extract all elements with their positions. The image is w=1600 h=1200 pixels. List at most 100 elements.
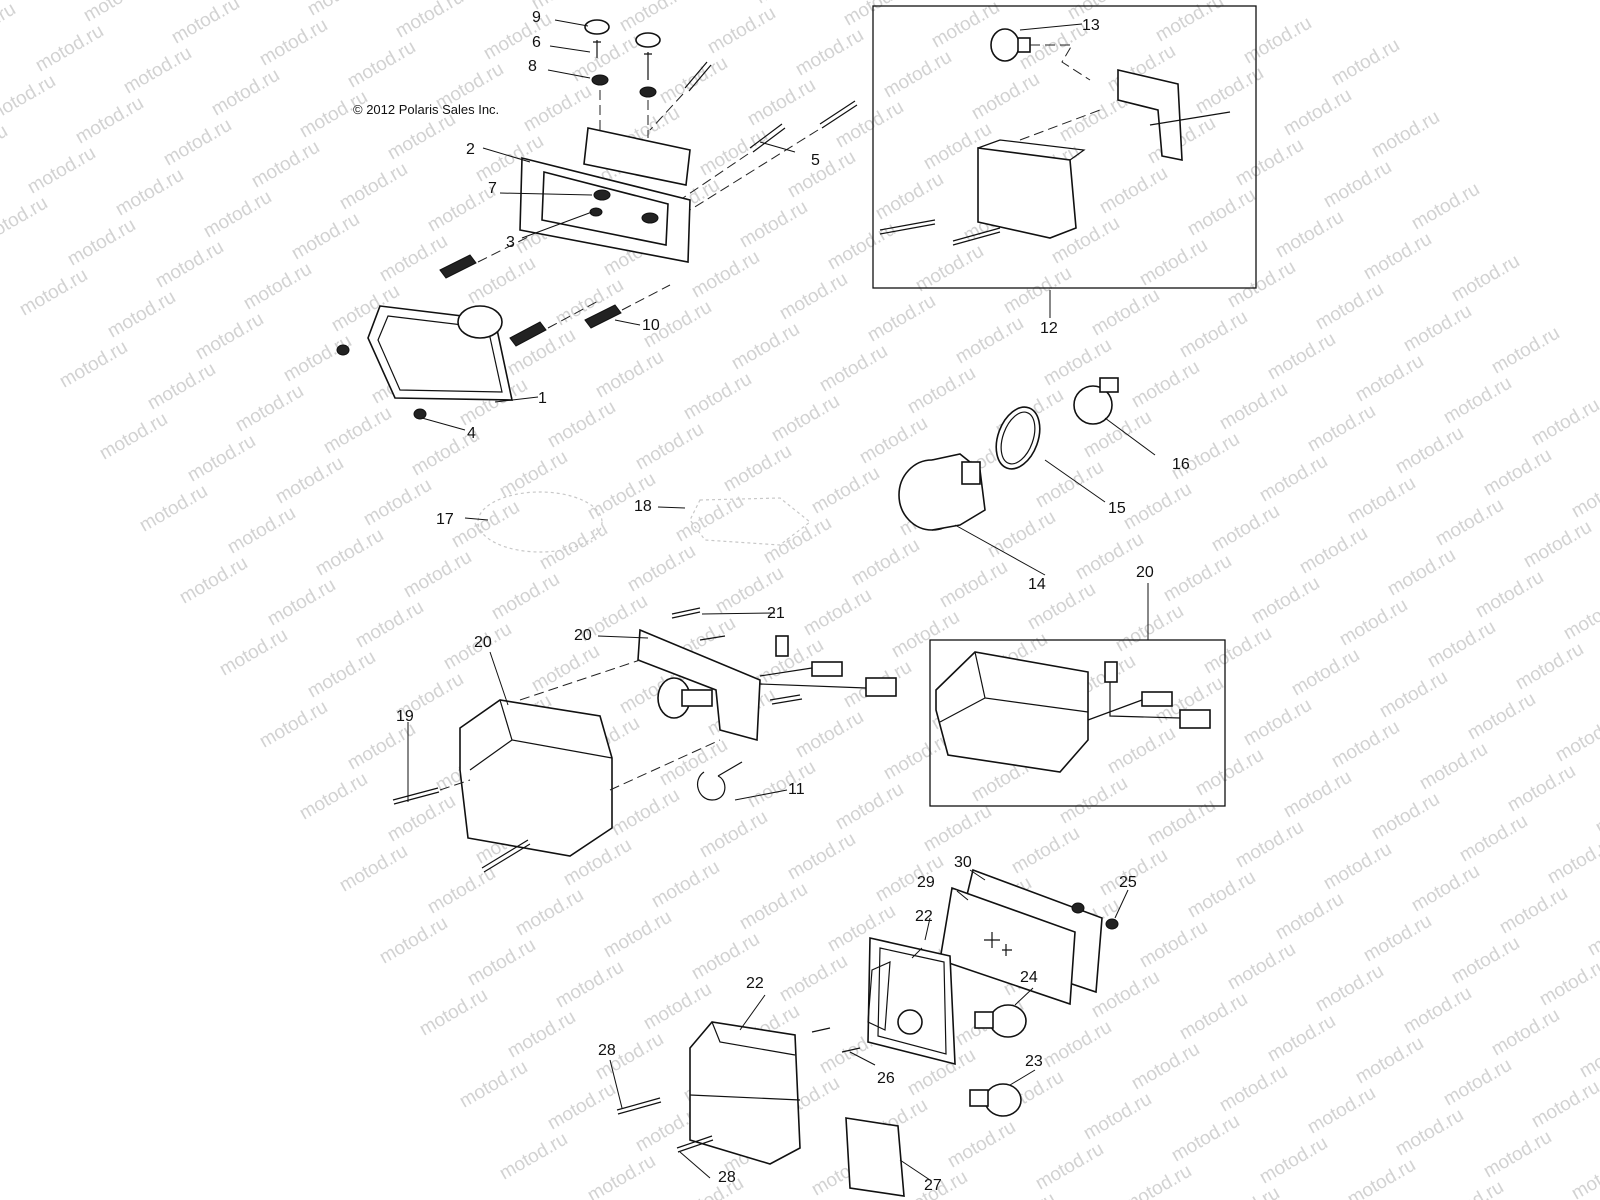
watermark-text: motod.ru xyxy=(608,785,683,841)
watermark-text: motod.ru xyxy=(112,165,187,221)
watermark-text: motod.ru xyxy=(184,431,259,487)
watermark-text: motod.ru xyxy=(968,69,1043,125)
watermark-text: motod.ru xyxy=(248,137,323,193)
watermark-text: motod.ru xyxy=(984,507,1059,563)
callout-20-mid: 20 xyxy=(574,627,592,644)
callout-9: 9 xyxy=(532,9,541,26)
watermark-text: motod.ru xyxy=(1080,1089,1155,1145)
watermark-text: motod.ru xyxy=(1520,517,1595,573)
watermark-text: motod.ru xyxy=(392,0,467,42)
watermark-text: motod.ru xyxy=(464,253,539,309)
watermark-text: motod.ru xyxy=(256,697,331,753)
part-2-bracket-top xyxy=(583,127,691,186)
callout-2: 2 xyxy=(466,141,475,158)
watermark-text: motod.ru xyxy=(1392,1105,1467,1161)
watermark-text: motod.ru xyxy=(1192,745,1267,801)
watermark-text: motod.ru xyxy=(224,503,299,559)
watermark-text: motod.ru xyxy=(1184,867,1259,923)
watermark-text: motod.ru xyxy=(1280,767,1355,823)
watermark-text: motod.ru xyxy=(1248,573,1323,629)
part-8-nut xyxy=(591,74,609,86)
license-light-assembly xyxy=(616,868,1119,1197)
watermark-text: motod.ru xyxy=(1264,1011,1339,1067)
part-12-lens xyxy=(977,147,1077,239)
watermark-text: motod.ru xyxy=(704,3,779,59)
watermark-text: motod.ru xyxy=(648,857,723,913)
copyright-notice: © 2012 Polaris Sales Inc. xyxy=(353,102,499,117)
part-2-housing-opening xyxy=(541,170,669,246)
watermark-text: motod.ru xyxy=(696,125,771,181)
watermark-text: motod.ru xyxy=(1456,811,1531,867)
watermark-text: motod.ru xyxy=(1352,1033,1427,1089)
watermark-text: motod.ru xyxy=(888,607,963,663)
watermark-text: motod.ru xyxy=(1272,207,1347,263)
callout-16: 16 xyxy=(1172,456,1190,473)
watermark-text: motod.ru xyxy=(1232,135,1307,191)
watermark-text: motod.ru xyxy=(816,341,891,397)
watermark-text: motod.ru xyxy=(1056,773,1131,829)
watermark-text: motod.ru xyxy=(1416,739,1491,795)
watermark-text: motod.ru xyxy=(1032,457,1107,513)
callout-4: 4 xyxy=(467,425,476,442)
watermark-text: motod.ru xyxy=(1488,1005,1563,1061)
part-28-screw xyxy=(616,1097,662,1115)
part-28-screw-b xyxy=(676,1135,714,1153)
watermark-text: motod.ru xyxy=(1216,1061,1291,1117)
part-11-clip xyxy=(696,771,726,801)
frame-12 xyxy=(872,5,1257,289)
watermark-text: motod.ru xyxy=(680,369,755,425)
callout-23: 23 xyxy=(1025,1053,1043,1070)
part-20-bracket xyxy=(637,628,761,742)
watermark-text: motod.ru xyxy=(792,707,867,763)
part-3-washer xyxy=(589,207,603,217)
watermark-text: motod.ru xyxy=(1064,0,1139,24)
watermark-text: motod.ru xyxy=(1344,1155,1419,1200)
watermark-text: motod.ru xyxy=(856,413,931,469)
watermark-text: motod.ru xyxy=(1528,1077,1600,1133)
watermark-text: motod.ru xyxy=(1424,617,1499,673)
watermark-text: motod.ru xyxy=(640,979,715,1035)
watermark-text: motod.ru xyxy=(536,519,611,575)
watermark-text: motod.ru xyxy=(1136,235,1211,291)
part-21-bolt xyxy=(671,607,701,619)
callout-28-top: 28 xyxy=(598,1042,616,1059)
watermark-text: motod.ru xyxy=(1448,933,1523,989)
watermark-text: motod.ru xyxy=(840,0,915,30)
watermark-text: motod.ru xyxy=(1136,917,1211,973)
callout-29: 29 xyxy=(917,874,935,891)
watermark-text: motod.ru xyxy=(1216,379,1291,435)
watermark-text: motod.ru xyxy=(480,9,555,65)
callout-20-right: 20 xyxy=(1136,564,1154,581)
watermark-text: motod.ru xyxy=(1328,35,1403,91)
watermark-text: motod.ru xyxy=(176,553,251,609)
watermark-text: motod.ru xyxy=(1480,1127,1555,1183)
watermark-text: motod.ru xyxy=(1576,1027,1600,1083)
watermark-text: motod.ru xyxy=(1400,301,1475,357)
watermark-text: motod.ru xyxy=(1312,279,1387,335)
callout-22-right: 22 xyxy=(915,908,933,925)
watermark-text: motod.ru xyxy=(336,159,411,215)
watermark-text: motod.ru xyxy=(584,469,659,525)
callout-19: 19 xyxy=(396,708,414,725)
watermark-text: motod.ru xyxy=(376,913,451,969)
part-7-nut-b xyxy=(641,212,659,224)
part-26-screws xyxy=(811,1027,861,1053)
watermark-text: motod.ru xyxy=(1104,723,1179,779)
watermark-text: motod.ru xyxy=(1240,695,1315,751)
watermark-text: motod.ru xyxy=(744,75,819,131)
part-20-lens xyxy=(459,699,613,857)
kit-20-lens xyxy=(935,651,1089,773)
watermark-text: motod.ru xyxy=(496,447,571,503)
watermark-text: motod.ru xyxy=(672,1173,747,1200)
watermark-text: motod.ru xyxy=(264,575,339,631)
part-25-nut xyxy=(1071,902,1085,914)
watermark-text: motod.ru xyxy=(56,337,131,393)
part-24-bulb xyxy=(989,1004,1027,1038)
watermark-text: motod.ru xyxy=(136,481,211,537)
lamp-14-16 xyxy=(898,377,1119,531)
watermark-text: motod.ru xyxy=(1368,107,1443,163)
watermark-text: motod.ru xyxy=(824,219,899,275)
watermark-text: motod.ru xyxy=(312,525,387,581)
watermark-text: motod.ru xyxy=(1400,983,1475,1039)
